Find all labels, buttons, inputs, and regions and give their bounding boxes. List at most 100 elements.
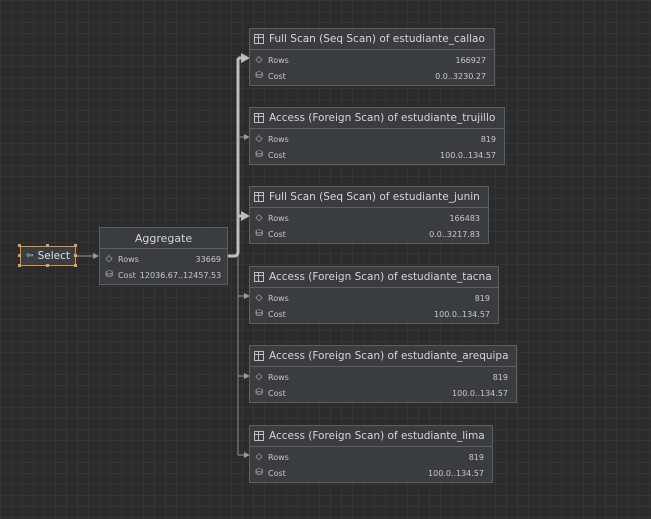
rows-label: Rows bbox=[118, 254, 139, 264]
selection-handle[interactable] bbox=[18, 254, 21, 257]
database-icon: ⛁ bbox=[255, 309, 263, 319]
node-title: Full Scan (Seq Scan) of estudiante_calla… bbox=[269, 33, 485, 45]
cost-row: ⛁ Cost 0.0..3217.83 bbox=[250, 226, 488, 242]
node-title: Access (Foreign Scan) of estudiante_tacn… bbox=[269, 271, 492, 283]
rows-label: Rows bbox=[268, 372, 289, 382]
cost-row: ⛁ Cost 100.0..134.57 bbox=[250, 306, 498, 322]
node-header: Aggregate bbox=[100, 228, 227, 249]
table-icon bbox=[254, 34, 264, 44]
cost-row: ⛁ Cost 100.0..134.57 bbox=[250, 385, 516, 401]
rows-value: 819 bbox=[492, 372, 508, 382]
cost-value: 12036.67..12457.53 bbox=[139, 270, 222, 280]
selection-handle[interactable] bbox=[74, 244, 77, 247]
edge-arrowhead bbox=[241, 211, 250, 221]
table-icon bbox=[254, 431, 264, 441]
rows-row: ◇ Rows 819 bbox=[250, 131, 504, 147]
rows-label: Rows bbox=[268, 452, 289, 462]
rows-row: ◇ Rows 166483 bbox=[250, 210, 488, 226]
rows-row: ◇ Rows 819 bbox=[250, 369, 516, 385]
scan-node[interactable]: Access (Foreign Scan) of estudiante_areq… bbox=[249, 345, 517, 403]
node-header: Access (Foreign Scan) of estudiante_tacn… bbox=[250, 267, 498, 288]
node-title: Aggregate bbox=[134, 231, 193, 245]
edge-arrowhead bbox=[241, 53, 250, 63]
cost-value: 100.0..134.57 bbox=[428, 468, 484, 478]
diamond-icon: ◇ bbox=[105, 254, 113, 264]
selection-handle[interactable] bbox=[74, 254, 77, 257]
diamond-icon: ◇ bbox=[255, 293, 263, 303]
edge-arrowhead bbox=[244, 134, 250, 140]
diamond-icon: ◇ bbox=[255, 55, 263, 65]
edge-arrowhead bbox=[244, 452, 250, 458]
node-header: Access (Foreign Scan) of estudiante_lima bbox=[250, 426, 492, 447]
database-icon: ⛁ bbox=[255, 229, 263, 239]
selection-handle[interactable] bbox=[46, 264, 49, 267]
aggregate-node[interactable]: Aggregate ◇ Rows 33669 ⛁ Cost 12036.67..… bbox=[99, 227, 228, 285]
cost-value: 0.0..3230.27 bbox=[435, 71, 486, 81]
selection-handle[interactable] bbox=[18, 244, 21, 247]
node-title: Full Scan (Seq Scan) of estudiante_junin bbox=[269, 191, 480, 203]
rows-value: 166483 bbox=[449, 213, 480, 223]
table-icon bbox=[254, 351, 264, 361]
cost-value: 100.0..134.57 bbox=[452, 388, 508, 398]
diamond-icon: ◇ bbox=[255, 452, 263, 462]
cost-value: 100.0..134.57 bbox=[434, 309, 490, 319]
selection-handle[interactable] bbox=[18, 264, 21, 267]
cost-label: Cost bbox=[268, 229, 286, 239]
cost-label: Cost bbox=[268, 309, 286, 319]
node-header: Access (Foreign Scan) of estudiante_areq… bbox=[250, 346, 516, 367]
database-icon: ⛁ bbox=[255, 468, 263, 478]
database-icon: ⛁ bbox=[255, 71, 263, 81]
diamond-icon: ◇ bbox=[255, 134, 263, 144]
node-title: Access (Foreign Scan) of estudiante_lima bbox=[269, 430, 485, 442]
rows-value: 166927 bbox=[455, 55, 486, 65]
rows-label: Rows bbox=[268, 55, 289, 65]
node-title: Access (Foreign Scan) of estudiante_truj… bbox=[269, 112, 496, 124]
rows-value: 819 bbox=[480, 134, 496, 144]
selection-handle[interactable] bbox=[74, 264, 77, 267]
rows-row: ◇ Rows 166927 bbox=[250, 52, 494, 68]
diamond-icon: ◇ bbox=[255, 213, 263, 223]
cost-label: Cost bbox=[268, 71, 286, 81]
edge-arrowhead bbox=[93, 253, 99, 259]
select-node[interactable]: ⇦ Select bbox=[20, 246, 76, 266]
cost-label: Cost bbox=[118, 270, 136, 280]
rows-value: 819 bbox=[474, 293, 490, 303]
cost-row: ⛁ Cost 100.0..134.57 bbox=[250, 147, 504, 163]
database-icon: ⛁ bbox=[255, 150, 263, 160]
table-icon bbox=[254, 113, 264, 123]
database-icon: ⛁ bbox=[105, 270, 113, 280]
selection-handle[interactable] bbox=[46, 244, 49, 247]
cost-value: 0.0..3217.83 bbox=[429, 229, 480, 239]
cost-value: 100.0..134.57 bbox=[440, 150, 496, 160]
node-header: Full Scan (Seq Scan) of estudiante_calla… bbox=[250, 29, 494, 50]
node-title: Access (Foreign Scan) of estudiante_areq… bbox=[269, 350, 509, 362]
scan-node[interactable]: Access (Foreign Scan) of estudiante_tacn… bbox=[249, 266, 499, 324]
select-label: Select bbox=[37, 250, 70, 262]
table-icon bbox=[254, 272, 264, 282]
cost-row: ⛁ Cost 0.0..3230.27 bbox=[250, 68, 494, 84]
rows-row: ◇ Rows 819 bbox=[250, 290, 498, 306]
cost-row: ⛁ Cost 100.0..134.57 bbox=[250, 465, 492, 481]
database-icon: ⛁ bbox=[255, 388, 263, 398]
cost-label: Cost bbox=[268, 468, 286, 478]
cost-row: ⛁ Cost 12036.67..12457.53 bbox=[100, 267, 227, 283]
cost-label: Cost bbox=[268, 388, 286, 398]
rows-row: ◇ Rows 33669 bbox=[100, 251, 227, 267]
scan-node[interactable]: Full Scan (Seq Scan) of estudiante_calla… bbox=[249, 28, 495, 86]
scan-node[interactable]: Full Scan (Seq Scan) of estudiante_junin… bbox=[249, 186, 489, 244]
edge-arrowhead bbox=[244, 373, 250, 379]
diamond-icon: ◇ bbox=[255, 372, 263, 382]
scan-node[interactable]: Access (Foreign Scan) of estudiante_truj… bbox=[249, 107, 505, 165]
table-icon bbox=[254, 192, 264, 202]
scan-node[interactable]: Access (Foreign Scan) of estudiante_lima… bbox=[249, 425, 493, 483]
edge-arrowhead bbox=[244, 293, 250, 299]
rows-label: Rows bbox=[268, 293, 289, 303]
rows-value: 819 bbox=[468, 452, 484, 462]
rows-row: ◇ Rows 819 bbox=[250, 449, 492, 465]
node-header: Full Scan (Seq Scan) of estudiante_junin bbox=[250, 187, 488, 208]
rows-label: Rows bbox=[268, 213, 289, 223]
cost-label: Cost bbox=[268, 150, 286, 160]
select-arrow-icon: ⇦ bbox=[26, 251, 34, 261]
node-header: Access (Foreign Scan) of estudiante_truj… bbox=[250, 108, 504, 129]
